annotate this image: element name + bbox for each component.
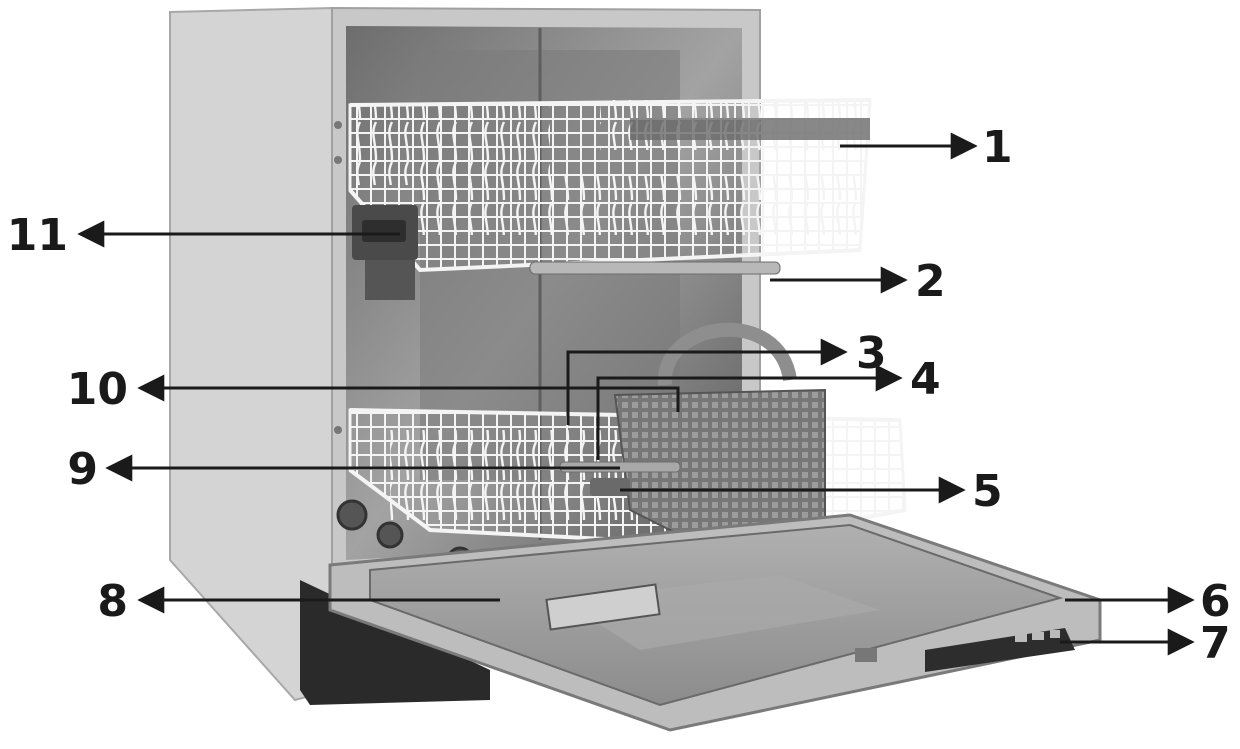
frame-screw xyxy=(334,426,342,434)
leader-line-4 xyxy=(596,364,903,460)
cup-shelf xyxy=(630,118,870,140)
door-latch xyxy=(855,648,877,662)
rack-height-adjuster xyxy=(352,205,418,300)
door xyxy=(328,513,1102,732)
leader-line-3 xyxy=(566,338,848,425)
upper-rack xyxy=(348,98,872,273)
callout-9: 9 xyxy=(67,444,98,495)
callout-3: 3 xyxy=(856,328,887,379)
basket-handle xyxy=(657,322,797,386)
callout-4: 4 xyxy=(910,354,941,405)
callout-8: 8 xyxy=(97,576,128,627)
callout-5: 5 xyxy=(972,466,1003,517)
upper-spray-arm xyxy=(529,261,781,275)
control-button xyxy=(1015,634,1027,642)
callout-2: 2 xyxy=(915,256,946,307)
callout-7: 7 xyxy=(1200,618,1231,669)
control-button xyxy=(1032,632,1044,640)
callout-6: 6 xyxy=(1200,576,1231,627)
callout-1: 1 xyxy=(982,122,1013,173)
callout-11: 11 xyxy=(7,210,68,261)
leader-line-10 xyxy=(137,374,680,412)
detergent-dispenser xyxy=(545,583,661,631)
filter xyxy=(590,478,630,496)
rack-wheel xyxy=(376,521,404,549)
control-button xyxy=(1050,630,1060,638)
callout-leaders xyxy=(77,132,1195,656)
callout-10: 10 xyxy=(67,364,128,415)
frame-screw xyxy=(334,121,342,129)
callout-labels: 1 2 3 4 5 6 7 8 9 10 11 xyxy=(7,122,1231,669)
frame-screw xyxy=(334,156,342,164)
rack-wheel xyxy=(336,499,368,531)
